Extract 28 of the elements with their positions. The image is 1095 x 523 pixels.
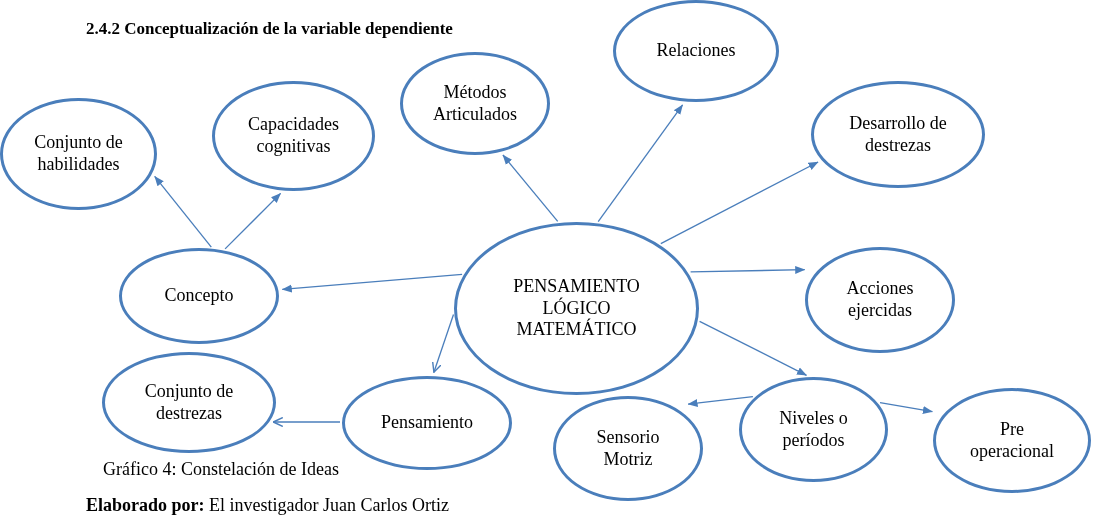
- node-label: Desarrollo de destrezas: [848, 112, 948, 157]
- caption: Gráfico 4: Constelación de Ideas: [103, 459, 339, 481]
- node-label: Pensamiento: [381, 412, 473, 434]
- arrow: [154, 175, 212, 248]
- node-label: Sensorio Motriz: [595, 426, 661, 471]
- node-label: Conjunto de habilidades: [33, 132, 124, 176]
- arrow: [432, 313, 455, 373]
- arrow: [502, 154, 559, 222]
- node-label: Relaciones: [656, 40, 736, 62]
- arrow: [224, 192, 282, 250]
- node-label: Capacidades cognitivas: [247, 114, 340, 158]
- arrow: [879, 401, 934, 414]
- node-label: Concepto: [164, 285, 234, 307]
- node-label: Niveles o períodos: [778, 407, 849, 452]
- node-label: Acciones ejercidas: [845, 278, 915, 322]
- credit-note: Elaborado por: El investigador Juan Carlos Ortiz: [86, 495, 449, 517]
- node-label: Pre operacional: [969, 418, 1055, 463]
- title: 2.4.2 Conceptualización de la variable dependiente: [86, 19, 453, 40]
- arrow: [281, 273, 463, 293]
- node-label: PENSAMIENTO LÓGICO MATEMÁTICO: [512, 276, 641, 341]
- arrow: [660, 161, 819, 245]
- arrow: [272, 416, 341, 428]
- arrow: [597, 104, 684, 223]
- node-label: Conjunto de destrezas: [143, 380, 235, 425]
- arrow: [687, 395, 754, 408]
- arrow: [698, 320, 808, 376]
- node-label: Métodos Articulados: [432, 81, 518, 126]
- arrow: [689, 265, 806, 274]
